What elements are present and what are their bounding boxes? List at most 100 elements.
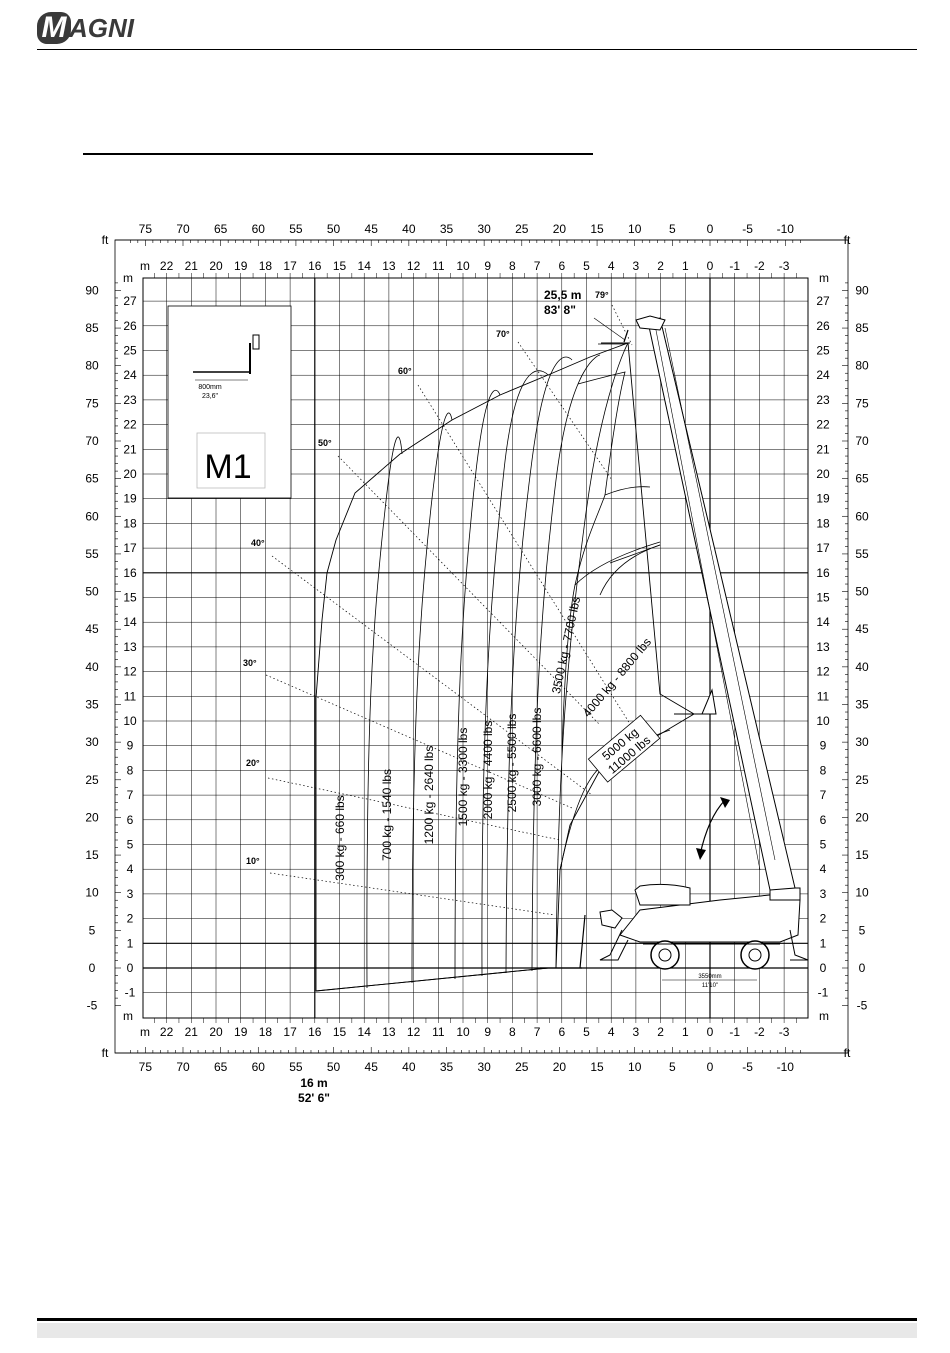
x-tick-label-ft-bottom: 40 xyxy=(402,1060,416,1074)
x-tick-label-ft-bottom: 10 xyxy=(628,1060,642,1074)
x-tick-label-m-top: 15 xyxy=(333,259,347,273)
x-tick-label-m-top: 11 xyxy=(432,259,445,273)
x-tick-label-m-top: 16 xyxy=(308,259,322,273)
x-tick-label-m-bottom: 13 xyxy=(382,1025,396,1039)
y-tick-label-m-left: 1 xyxy=(127,936,134,950)
capacity-curve xyxy=(577,371,626,496)
x-tick-label-m-bottom: -3 xyxy=(779,1025,790,1039)
y-tick-label-m-right: 10 xyxy=(816,714,830,728)
y-tick-label-m-left: 24 xyxy=(123,368,137,382)
y-tick-label-ft-left: 5 xyxy=(89,923,96,937)
x-tick-label-ft-top: -5 xyxy=(742,222,753,236)
angle-line-6 xyxy=(417,384,641,741)
max-height-leader xyxy=(593,317,626,341)
logo-initial: M xyxy=(37,12,71,44)
x-tick-label-ft-bottom: 20 xyxy=(553,1060,567,1074)
attachment-code-label: M1 xyxy=(204,448,251,486)
capacity-curve xyxy=(481,370,549,977)
telehandler-drawing xyxy=(579,315,809,981)
x-tick-label-m-bottom: 9 xyxy=(484,1025,491,1039)
max-height-m-label: 25,5 m xyxy=(544,288,581,302)
y-tick-label-m-right: 26 xyxy=(816,319,830,333)
x-tick-label-m-bottom: 2 xyxy=(657,1025,664,1039)
y-tick-label-m-left: 12 xyxy=(123,665,137,679)
y-tick-label-ft-left: 0 xyxy=(89,961,96,975)
y-tick-label-ft-right: 5 xyxy=(859,923,866,937)
x-tick-label-m-top: -2 xyxy=(754,259,765,273)
rear-outrigger xyxy=(789,929,809,961)
y-tick-label-m-right: 15 xyxy=(816,591,830,605)
y-tick-label-m-left: 19 xyxy=(123,492,137,506)
y-tick-label-m-right: -1 xyxy=(818,986,829,1000)
max-reach-m-label: 16 m xyxy=(300,1076,327,1090)
x-tick-label-ft-bottom: 55 xyxy=(289,1060,303,1074)
y-tick-label-m-left: 23 xyxy=(123,393,137,407)
y-tick-label-m-left: 26 xyxy=(123,319,137,333)
angle-label-1: 10° xyxy=(246,856,260,866)
x-tick-label-ft-bottom: 70 xyxy=(176,1060,190,1074)
boom xyxy=(647,317,796,891)
capacity-curve xyxy=(574,486,651,586)
y-tick-label-m-left: 20 xyxy=(123,467,137,481)
y-tick-label-ft-left: 60 xyxy=(85,509,99,523)
y-tick-label-ft-right: 20 xyxy=(855,810,869,824)
x-tick-label-m-bottom: 8 xyxy=(509,1025,516,1039)
x-tick-label-m-bottom: 10 xyxy=(456,1025,470,1039)
y-tick-label-ft-left: 15 xyxy=(85,848,99,862)
angle-label-8: 79° xyxy=(595,290,609,300)
boom-section-line xyxy=(654,324,761,871)
y-tick-label-m-left: 22 xyxy=(123,418,137,432)
x-tick-label-ft-top: 20 xyxy=(553,222,567,236)
unit-m-top: m xyxy=(140,259,150,273)
y-tick-label-ft-right: 60 xyxy=(855,509,869,523)
x-tick-label-ft-bottom: 5 xyxy=(669,1060,676,1074)
x-tick-label-m-top: 18 xyxy=(259,259,273,273)
magni-logo: M AGNI xyxy=(37,12,134,44)
load-envelope xyxy=(315,342,695,992)
y-tick-label-ft-left: 30 xyxy=(85,735,99,749)
y-tick-label-m-right: 22 xyxy=(816,418,830,432)
chart-frame xyxy=(114,239,849,1054)
y-tick-label-ft-left: 75 xyxy=(85,396,99,410)
y-tick-label-ft-right: 0 xyxy=(859,961,866,975)
y-tick-label-m-right: 12 xyxy=(816,665,830,679)
x-tick-label-ft-bottom: 35 xyxy=(440,1060,454,1074)
angle-label-4: 40° xyxy=(251,538,265,548)
load-zone-label-1: 300 kg - 660 lbs xyxy=(333,795,347,880)
y-tick-label-m-left: 27 xyxy=(123,294,137,308)
x-tick-label-ft-bottom: 50 xyxy=(327,1060,341,1074)
wheelbase-ft-label: 11'10" xyxy=(702,983,718,989)
x-tick-label-ft-top: 25 xyxy=(515,222,529,236)
grid xyxy=(143,278,808,1018)
x-tick-label-ft-bottom: -10 xyxy=(777,1060,795,1074)
y-tick-label-ft-left: 85 xyxy=(85,321,99,335)
y-tick-label-m-right: 5 xyxy=(820,838,827,852)
fork-length-mm-label: 800mm xyxy=(198,384,222,391)
y-tick-label-ft-right: -5 xyxy=(857,999,868,1013)
angle-label-7: 70° xyxy=(496,329,510,339)
y-tick-label-ft-left: 35 xyxy=(85,697,99,711)
load-zone-label-5: 2000 kg - 4400 lbs xyxy=(481,721,495,820)
fork-length-in-label: 23,6" xyxy=(202,393,219,400)
y-tick-label-ft-right: 15 xyxy=(855,848,869,862)
x-tick-label-ft-top: 45 xyxy=(365,222,379,236)
x-tick-label-ft-top: 40 xyxy=(402,222,416,236)
capacity-curve xyxy=(454,389,501,980)
x-tick-label-m-top: 19 xyxy=(234,259,248,273)
boom-angle-lines xyxy=(265,304,641,916)
unit-ft-top-left: ft xyxy=(102,233,109,247)
y-tick-label-ft-left: 70 xyxy=(85,434,99,448)
x-tick-label-m-top: 12 xyxy=(407,259,421,273)
mid-carriage xyxy=(701,688,717,715)
rotation-arrowhead-up xyxy=(720,797,730,808)
wheel-2 xyxy=(740,940,770,970)
y-tick-label-ft-left: 80 xyxy=(85,359,99,373)
y-tick-label-m-right: 9 xyxy=(820,739,827,753)
load-zone-label-2: 700 kg - 1540 lbs xyxy=(380,769,394,861)
x-tick-label-ft-bottom: 45 xyxy=(365,1060,379,1074)
x-tick-label-m-bottom: 11 xyxy=(432,1025,445,1039)
y-tick-label-ft-right: 40 xyxy=(855,660,869,674)
capacity-curve xyxy=(609,544,661,564)
y-tick-label-ft-left: 65 xyxy=(85,472,99,486)
